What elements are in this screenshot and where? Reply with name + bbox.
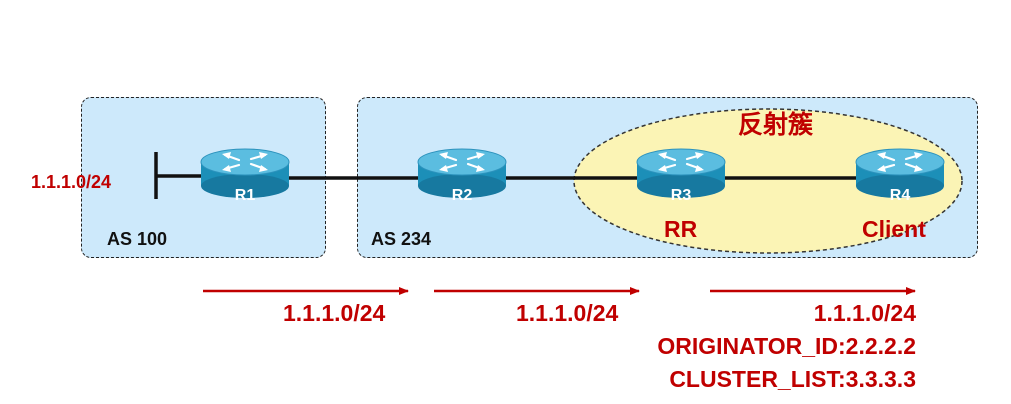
as-234-label: AS 234 xyxy=(371,229,432,249)
router-r2-label: R2 xyxy=(452,187,473,204)
client-role-label: Client xyxy=(862,216,926,242)
router-r1: R1 xyxy=(199,147,291,204)
router-r4-label: R4 xyxy=(890,187,911,204)
router-r4: R4 xyxy=(854,147,946,204)
advertisement-2-prefix: 1.1.1.0/24 xyxy=(516,300,619,326)
advertisement-3-cluster-list: CLUSTER_LIST:3.3.3.3 xyxy=(669,366,916,392)
advertisement-1-prefix: 1.1.1.0/24 xyxy=(283,300,386,326)
advertisement-3-originator-id: ORIGINATOR_ID:2.2.2.2 xyxy=(657,333,916,359)
cluster-label: 反射簇 xyxy=(738,111,814,139)
router-r3-label: R3 xyxy=(671,187,692,204)
router-r1-label: R1 xyxy=(235,187,256,204)
as-100-label: AS 100 xyxy=(107,229,168,249)
prefix-label-left: 1.1.1.0/24 xyxy=(31,172,112,192)
router-r3: R3 xyxy=(635,147,727,204)
advertisement-3-prefix: 1.1.1.0/24 xyxy=(813,300,916,326)
reflection-cluster-ellipse xyxy=(573,108,963,254)
rr-role-label: RR xyxy=(664,216,698,242)
router-r2: R2 xyxy=(416,147,508,204)
